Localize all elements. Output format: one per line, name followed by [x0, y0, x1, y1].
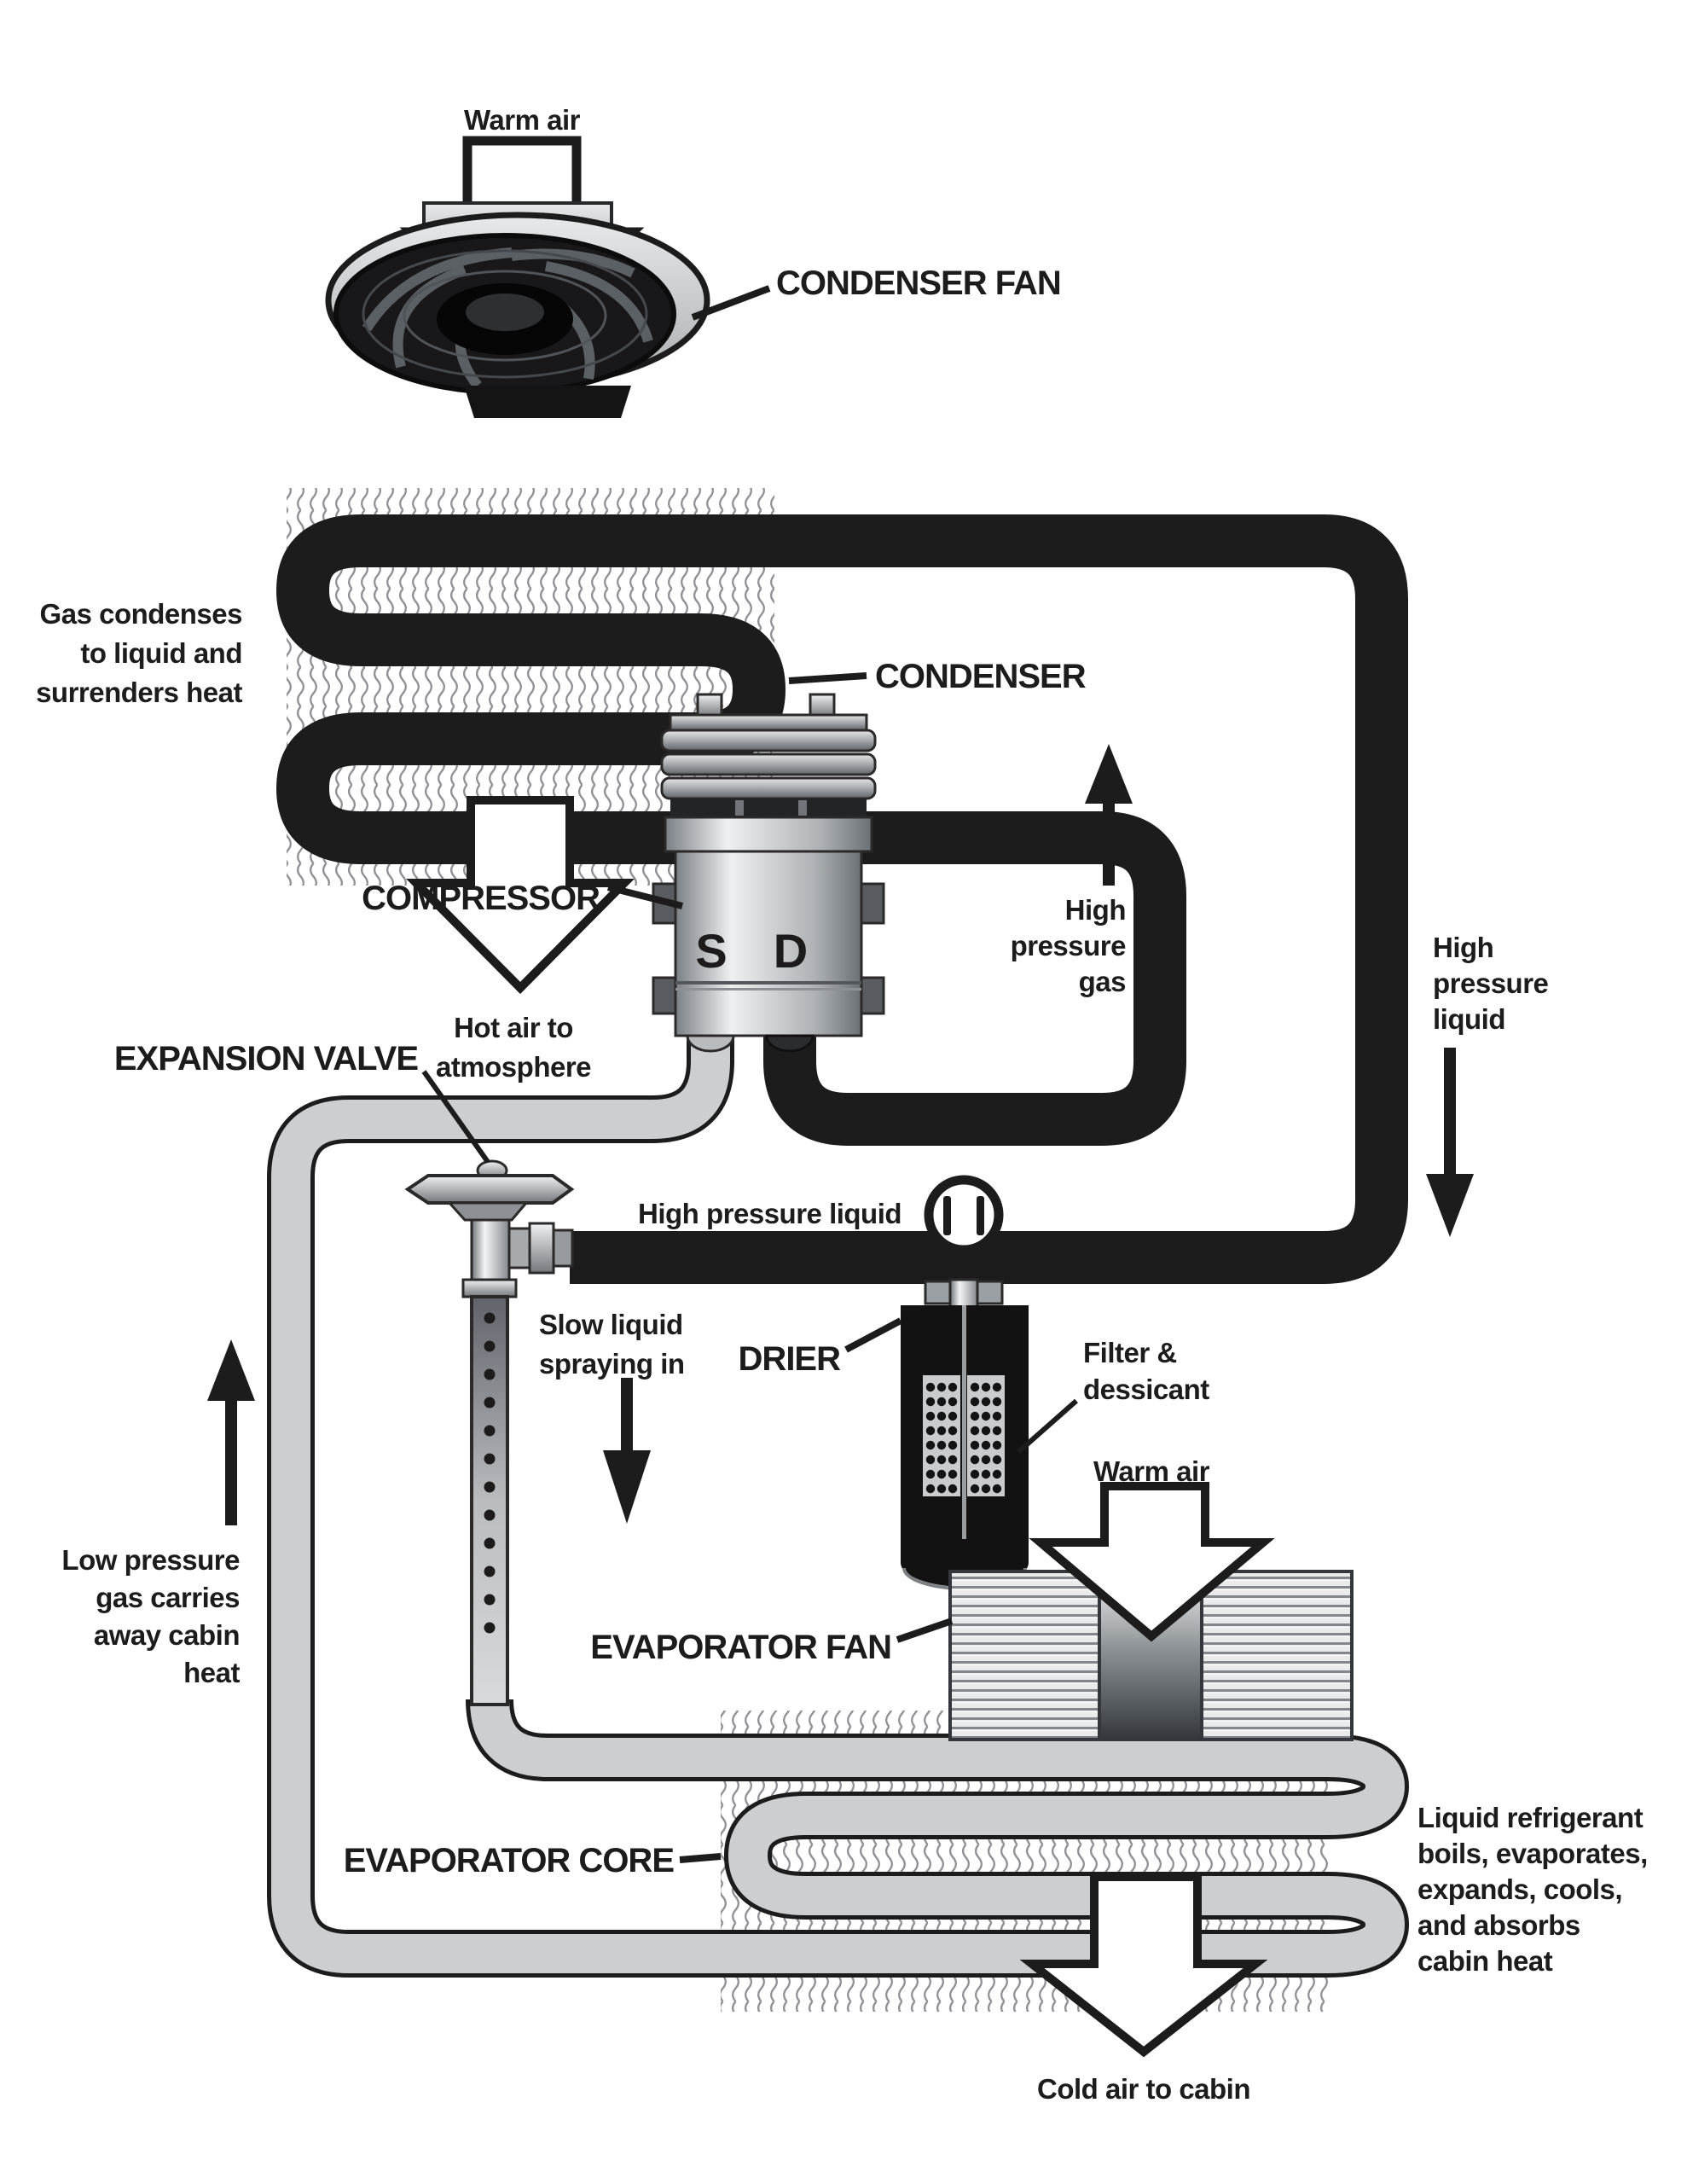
low-pressure-gas-label: Low pressure gas carries away cabin heat: [61, 1544, 241, 1688]
valve-funnel: [446, 1201, 530, 1222]
hp-gas-line1: High: [1065, 894, 1126, 926]
valve-body: [470, 1218, 511, 1283]
liquid-refrigerant-label: Liquid refrigerant boils, evaporates, ex…: [1417, 1802, 1648, 1977]
sight-glass: [924, 1175, 1004, 1255]
slow-liquid-line1: Slow liquid: [539, 1309, 683, 1340]
discharge-port: [765, 1034, 815, 1053]
evaporator-fan-label: EVAPORATOR FAN: [590, 1629, 891, 1666]
expansion-valve-leader: [421, 1070, 490, 1164]
compressor-seal-band: [670, 799, 867, 817]
suction-port-letter: S: [695, 924, 727, 978]
slow-liquid-line2: spraying in: [539, 1348, 685, 1380]
filter-leader: [1017, 1398, 1078, 1455]
gas-condenses-line2: to liquid and: [80, 637, 242, 669]
flow-arrows: [207, 744, 1474, 1525]
hp-liquid-line3: liquid: [1433, 1003, 1505, 1035]
evaporator-fan-leader: [896, 1618, 954, 1643]
evaporator-core-label: EVAPORATOR CORE: [344, 1842, 675, 1879]
leader-lines: [421, 285, 1078, 1863]
fan-ring-outer: [362, 249, 648, 379]
suction-port: [686, 1034, 735, 1053]
labels: Warm air CONDENSER FAN Gas condenses to …: [36, 104, 1648, 2105]
compressor-body: [674, 850, 863, 1037]
slow-liquid-label: Slow liquid spraying in: [539, 1309, 685, 1380]
valve-fitting: [507, 1227, 531, 1269]
high-pressure-gas-label: High pressure gas: [1011, 894, 1127, 997]
condenser-fan-label: CONDENSER FAN: [776, 264, 1061, 302]
liq-ref-line4: and absorbs: [1417, 1909, 1580, 1941]
liq-ref-line5: cabin heat: [1417, 1945, 1553, 1977]
filter-line1: Filter &: [1083, 1337, 1177, 1368]
compressor-lug: [652, 976, 677, 1015]
hot-air-line2: atmosphere: [436, 1051, 591, 1083]
drier: [901, 1175, 1029, 1590]
drier-leader: [844, 1317, 902, 1353]
condenser-fan: [325, 201, 710, 418]
liq-ref-line2: boils, evaporates,: [1417, 1838, 1648, 1869]
warm-air-top-label: Warm air: [464, 104, 581, 136]
gas-condenses-line1: Gas condenses: [40, 598, 242, 630]
hot-air-line1: Hot air to: [454, 1012, 573, 1043]
valve-disc: [404, 1174, 575, 1205]
blower-right: [1200, 1570, 1354, 1741]
filter-dessicant-label: Filter & dessicant: [1083, 1337, 1210, 1405]
discharge-port-letter: D: [774, 924, 808, 978]
lp-gas-line2: gas carries: [96, 1582, 240, 1613]
warm-air-arrow-evap: [1029, 1482, 1275, 1642]
valve-fitting: [528, 1222, 555, 1275]
lp-gas-line1: Low pressure: [61, 1544, 240, 1576]
blower-left: [948, 1570, 1101, 1741]
lp-gas-line4: heat: [183, 1657, 240, 1688]
expansion-valve-label: EXPANSION VALVE: [114, 1040, 418, 1077]
hot-air-arrow: [405, 796, 635, 995]
high-pressure-liquid-mid-label: High pressure liquid: [638, 1198, 901, 1229]
evaporator-fan: [948, 1570, 1354, 1741]
valve-collar: [461, 1278, 518, 1298]
fan-ring-inner: [403, 270, 607, 362]
fan-base: [464, 386, 631, 418]
hp-gas-line3: gas: [1079, 966, 1126, 997]
drier-label: DRIER: [739, 1340, 842, 1378]
compressor-leader: [607, 884, 683, 909]
condenser-leader: [788, 672, 867, 684]
compressor: S D: [652, 693, 885, 1053]
drier-pickup-tube: [962, 1305, 966, 1539]
spray-holes: [484, 1312, 496, 1634]
warm-air-evap-label: Warm air: [1093, 1455, 1210, 1487]
dessicant-dots: [925, 1382, 1002, 1494]
fan-hub-highlight: [466, 293, 544, 331]
high-pressure-liquid-arrow: [1426, 1048, 1474, 1237]
hp-liquid-line1: High: [1433, 932, 1493, 963]
low-pressure-gas-arrow: [207, 1339, 255, 1525]
liq-ref-line1: Liquid refrigerant: [1417, 1802, 1644, 1833]
lp-gas-line3: away cabin: [94, 1619, 240, 1651]
gas-condenses-label: Gas condenses to liquid and surrenders h…: [36, 598, 243, 708]
compressor-lug: [860, 882, 885, 925]
high-pressure-gas-arrow: [1085, 744, 1133, 886]
compressor-label: COMPRESSOR: [362, 880, 600, 917]
high-pressure-liquid-right-label: High pressure liquid: [1433, 932, 1549, 1035]
compressor-lug: [860, 976, 885, 1015]
spray-tube: [470, 1295, 509, 1706]
expansion-valve: [404, 1159, 575, 1706]
hot-air-label: Hot air to atmosphere: [436, 1012, 592, 1083]
cold-air-arrow: [1019, 1873, 1268, 2058]
liq-ref-line3: expands, cools,: [1417, 1873, 1622, 1905]
low-pressure-pipe: [267, 1020, 1410, 1978]
condenser-fan-leader: [691, 285, 771, 321]
evaporator-core-leader: [679, 1853, 722, 1863]
slow-liquid-arrow: [603, 1378, 651, 1524]
gas-condenses-line3: surrenders heat: [36, 677, 242, 708]
filter-line2: dessicant: [1083, 1374, 1209, 1405]
condenser-label: CONDENSER: [875, 658, 1087, 695]
hp-liquid-line2: pressure: [1433, 967, 1549, 999]
hp-gas-line2: pressure: [1011, 930, 1127, 961]
cold-air-label: Cold air to cabin: [1037, 2073, 1250, 2105]
